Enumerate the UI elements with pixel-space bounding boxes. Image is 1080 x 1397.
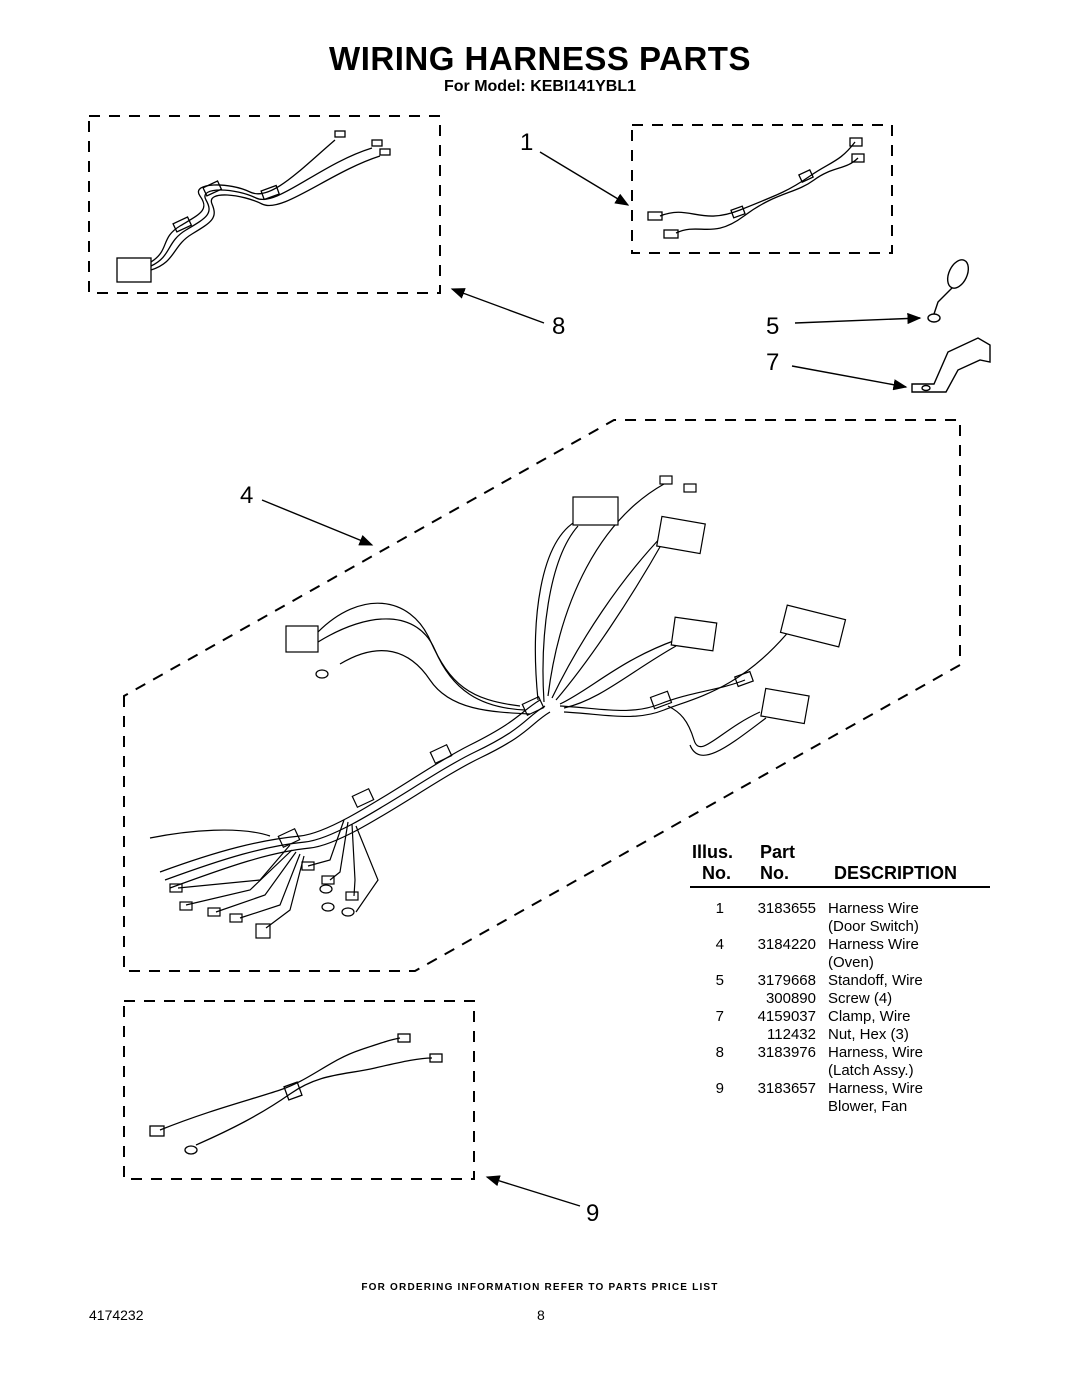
table-row: Blower, Fan [828, 1098, 908, 1115]
part-5-standoff [927, 259, 970, 323]
page-title: WIRING HARNESS PARTS [329, 40, 751, 77]
part-9-blower-fan-harness [123, 1000, 475, 1180]
callout-4: 4 [240, 482, 253, 509]
table-row: (Door Switch) [828, 918, 919, 935]
table-row: (Oven) [828, 954, 874, 971]
header-illus: Illus. [692, 842, 734, 862]
table-row: (Latch Assy.) [828, 1062, 914, 1079]
part-1-door-switch-harness [631, 124, 893, 254]
callout-8: 8 [552, 313, 565, 340]
header-illus-no: No. [702, 863, 731, 883]
callout-7: 7 [766, 349, 779, 376]
header-part-no: No. [760, 863, 789, 883]
header-description: DESCRIPTION [834, 863, 958, 883]
document-number: 4174232 [89, 1307, 144, 1323]
callout-5: 5 [766, 313, 779, 340]
part-4-oven-harness [123, 419, 961, 972]
part-8-latch-harness [88, 115, 441, 294]
ordering-note: FOR ORDERING INFORMATION REFER TO PARTS … [361, 1282, 719, 1293]
callout-1: 1 [520, 129, 533, 156]
header-part: Part [760, 842, 796, 862]
page-number: 8 [537, 1307, 545, 1323]
part-7-clamp [911, 337, 991, 393]
callout-9: 9 [586, 1200, 599, 1227]
parts-table-header: Illus. Part No. No. DESCRIPTION [690, 840, 990, 888]
callout-leaders [261, 151, 922, 1207]
model-subtitle: For Model: KEBI141YBL1 [443, 78, 637, 95]
